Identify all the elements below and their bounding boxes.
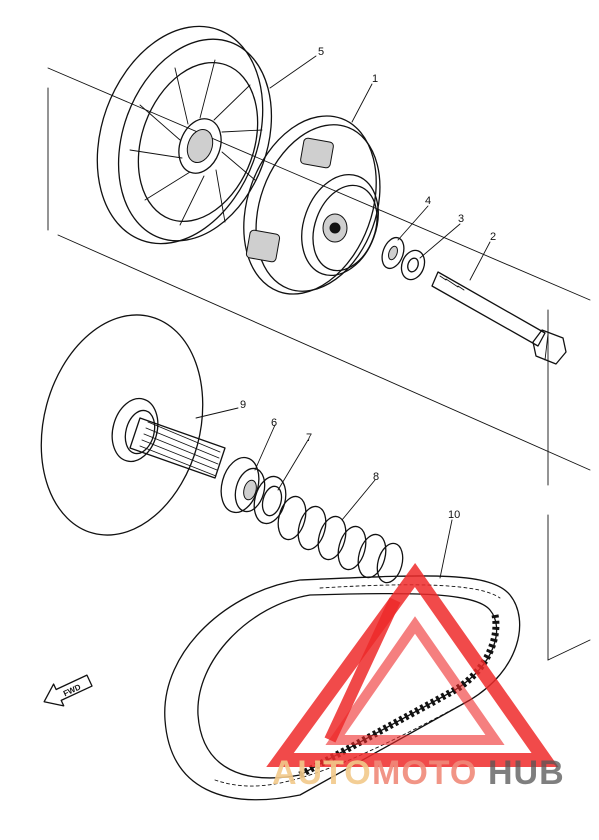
front-arrow: FWD bbox=[43, 674, 93, 707]
callout-6: 6 bbox=[271, 417, 277, 429]
callout-5: 5 bbox=[318, 46, 324, 58]
watermark-moto: MOTO bbox=[372, 754, 477, 792]
callout-9: 9 bbox=[240, 399, 246, 411]
callout-8: 8 bbox=[373, 471, 379, 483]
watermark-text: AUTO MOTO HUB bbox=[272, 754, 565, 792]
callout-3: 3 bbox=[458, 213, 464, 225]
callout-10: 10 bbox=[448, 509, 460, 521]
sliding-sheave bbox=[40, 314, 226, 536]
bolt bbox=[431, 271, 567, 365]
callout-2: 2 bbox=[490, 231, 496, 243]
watermark-logo bbox=[266, 562, 559, 767]
spring-seat bbox=[253, 475, 287, 525]
washer-3 bbox=[400, 249, 426, 281]
callout-1: 1 bbox=[372, 73, 378, 85]
spring bbox=[277, 495, 404, 584]
callout-7: 7 bbox=[306, 432, 312, 444]
fixed-sheave bbox=[96, 25, 273, 245]
v-belt bbox=[164, 575, 521, 801]
leader-lines bbox=[195, 55, 491, 579]
callout-labels: 5 1 2 3 4 9 6 7 8 10 bbox=[240, 46, 496, 521]
watermark-auto: AUTO bbox=[272, 754, 372, 792]
callout-4: 4 bbox=[425, 195, 431, 207]
washer-4 bbox=[381, 236, 405, 270]
movable-sheave bbox=[243, 115, 381, 295]
frame-lines bbox=[47, 67, 591, 661]
watermark-hub: HUB bbox=[488, 754, 565, 792]
